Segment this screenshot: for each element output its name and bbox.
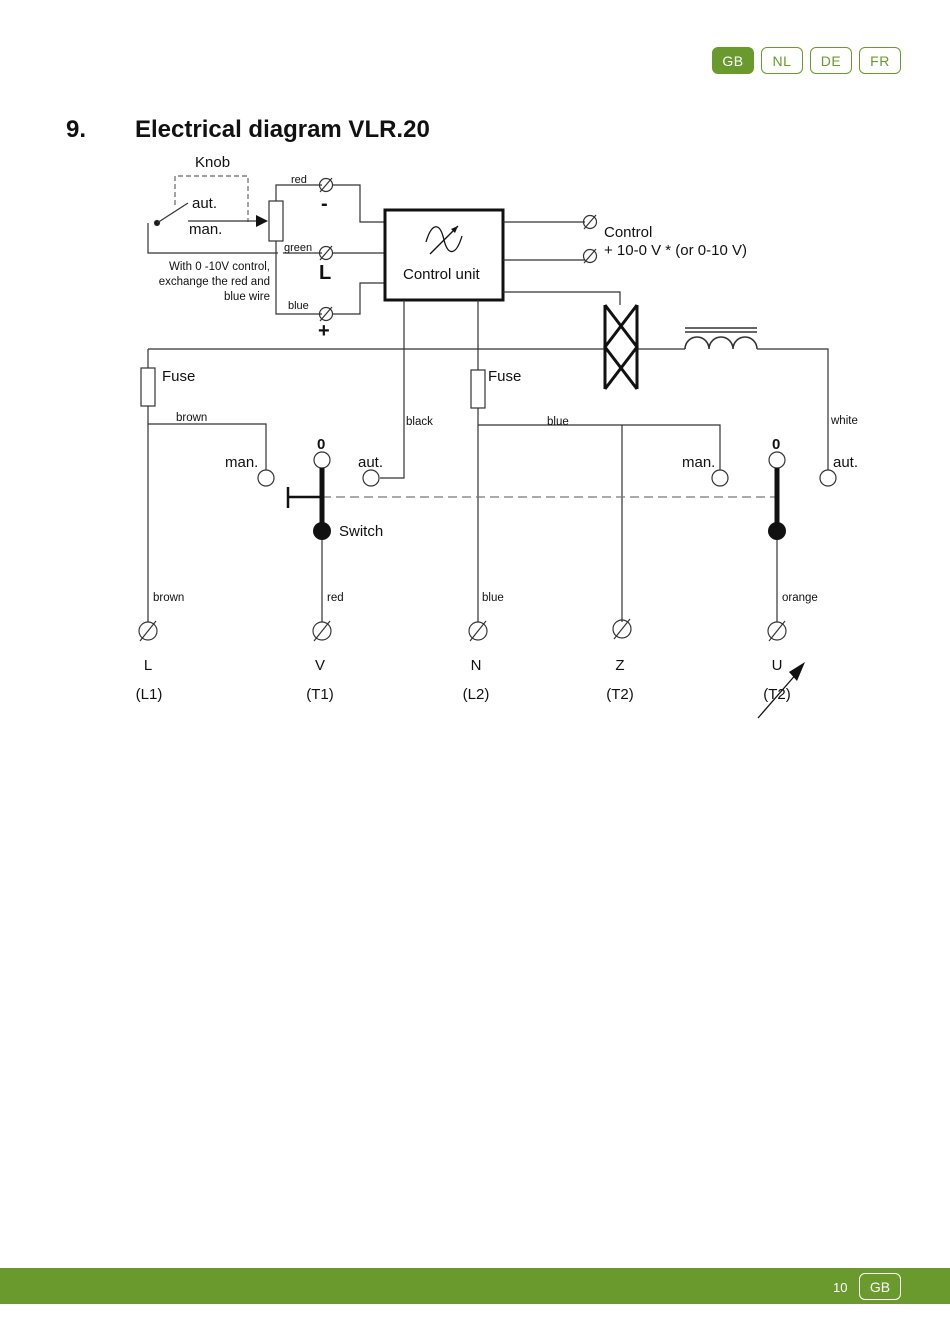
wire-cu-triac bbox=[503, 291, 621, 305]
terminal-bottom-V bbox=[312, 621, 332, 641]
terminal-name-U: U bbox=[772, 657, 783, 674]
terminal-code-T2-u: (T2) bbox=[763, 686, 791, 703]
wire-white bbox=[757, 348, 829, 470]
electrical-diagram: Knob aut. man. red green blue - L + With… bbox=[136, 154, 858, 719]
black-label: black bbox=[406, 416, 433, 428]
switch-pivot-right bbox=[768, 522, 786, 540]
terminal-code-L2: (L2) bbox=[463, 686, 490, 703]
control-range-label: + 10-0 V * (or 0-10 V) bbox=[604, 242, 747, 259]
terminal-name-V: V bbox=[315, 657, 325, 674]
terminal-name-Z: Z bbox=[615, 657, 624, 674]
man-left-label: man. bbox=[225, 454, 258, 471]
contact-aut-left bbox=[362, 469, 380, 487]
language-selector: GB NL DE FR bbox=[712, 47, 901, 74]
terminal-code-T1: (T1) bbox=[306, 686, 334, 703]
note-line-1: With 0 -10V control, bbox=[169, 261, 270, 273]
potentiometer bbox=[268, 200, 284, 242]
orange-label: orange bbox=[782, 592, 818, 604]
man-right-label: man. bbox=[682, 454, 715, 471]
wire-plus-cu bbox=[332, 282, 385, 315]
lang-tab-nl[interactable]: NL bbox=[761, 47, 803, 74]
section-number: 9. bbox=[66, 116, 87, 143]
knob-man-label: man. bbox=[189, 221, 222, 238]
fuse-left bbox=[140, 367, 156, 407]
wire-red bbox=[275, 184, 322, 201]
fuse-left-label: Fuse bbox=[162, 368, 195, 385]
coil bbox=[684, 336, 758, 350]
wire-black bbox=[380, 300, 405, 479]
L-label: L bbox=[319, 262, 331, 284]
knob-aut-label: aut. bbox=[192, 195, 217, 212]
contact-zero-left bbox=[313, 451, 331, 469]
terminal-bottom-Z bbox=[612, 619, 632, 639]
plus-label: + bbox=[318, 320, 330, 342]
white-label: white bbox=[830, 415, 858, 427]
contact-aut-right bbox=[819, 469, 837, 487]
variable-arrow bbox=[757, 671, 799, 719]
knob-label: Knob bbox=[195, 154, 230, 171]
aut-right-label: aut. bbox=[833, 454, 858, 471]
wire-brown-man bbox=[148, 423, 267, 470]
knob-arrow bbox=[256, 215, 268, 227]
blue-lower-label: blue bbox=[482, 592, 504, 604]
terminal-code-L1: (L1) bbox=[136, 686, 163, 703]
lang-tab-fr[interactable]: FR bbox=[859, 47, 901, 74]
wire-minus-cu bbox=[332, 184, 385, 223]
contact-man-left bbox=[257, 469, 275, 487]
switch-pivot-left bbox=[313, 522, 331, 540]
zero-right-label: 0 bbox=[772, 436, 780, 453]
footer-lang-tab[interactable]: GB bbox=[859, 1273, 901, 1300]
fuse-right bbox=[470, 369, 486, 409]
wire-green-label: green bbox=[284, 242, 312, 254]
aut-left-label: aut. bbox=[358, 454, 383, 471]
wire-blue-label: blue bbox=[288, 300, 309, 312]
lang-tab-de[interactable]: DE bbox=[810, 47, 852, 74]
brown-lower-label: brown bbox=[153, 592, 184, 604]
knob-switch-lever bbox=[156, 202, 189, 224]
lang-tab-gb[interactable]: GB bbox=[712, 47, 754, 74]
section-title: Electrical diagram VLR.20 bbox=[135, 116, 430, 143]
footer-bar bbox=[0, 1268, 950, 1304]
terminal-bottom-N bbox=[468, 621, 488, 641]
knob-wire-bottom bbox=[147, 223, 278, 254]
control-unit-box bbox=[383, 208, 505, 302]
terminal-name-N: N bbox=[471, 657, 482, 674]
minus-label: - bbox=[321, 193, 328, 215]
terminal-bottom-U bbox=[767, 621, 787, 641]
contact-man-right bbox=[711, 469, 729, 487]
knob-dashed-box bbox=[174, 175, 249, 222]
red-lower-label: red bbox=[327, 592, 344, 604]
control-label: Control bbox=[604, 224, 652, 241]
zero-left-label: 0 bbox=[317, 436, 325, 453]
brown-upper-label: brown bbox=[176, 412, 207, 424]
control-unit-label: Control unit bbox=[403, 266, 481, 283]
terminal-name-L: L bbox=[144, 657, 152, 674]
switch-label: Switch bbox=[339, 523, 383, 540]
wire-red-label: red bbox=[291, 174, 307, 186]
terminal-bottom-L bbox=[138, 621, 158, 641]
wire-blue-man bbox=[478, 424, 721, 470]
blue-upper-label: blue bbox=[547, 416, 569, 428]
contact-zero-right bbox=[768, 451, 786, 469]
triac bbox=[603, 304, 639, 390]
terminal-code-T2-z: (T2) bbox=[606, 686, 634, 703]
note-line-2: exchange the red and bbox=[159, 276, 270, 288]
note-line-3: blue wire bbox=[224, 291, 270, 303]
fuse-right-label: Fuse bbox=[488, 368, 521, 385]
page-number: 10 bbox=[833, 1280, 848, 1295]
wire-blue bbox=[275, 241, 322, 315]
